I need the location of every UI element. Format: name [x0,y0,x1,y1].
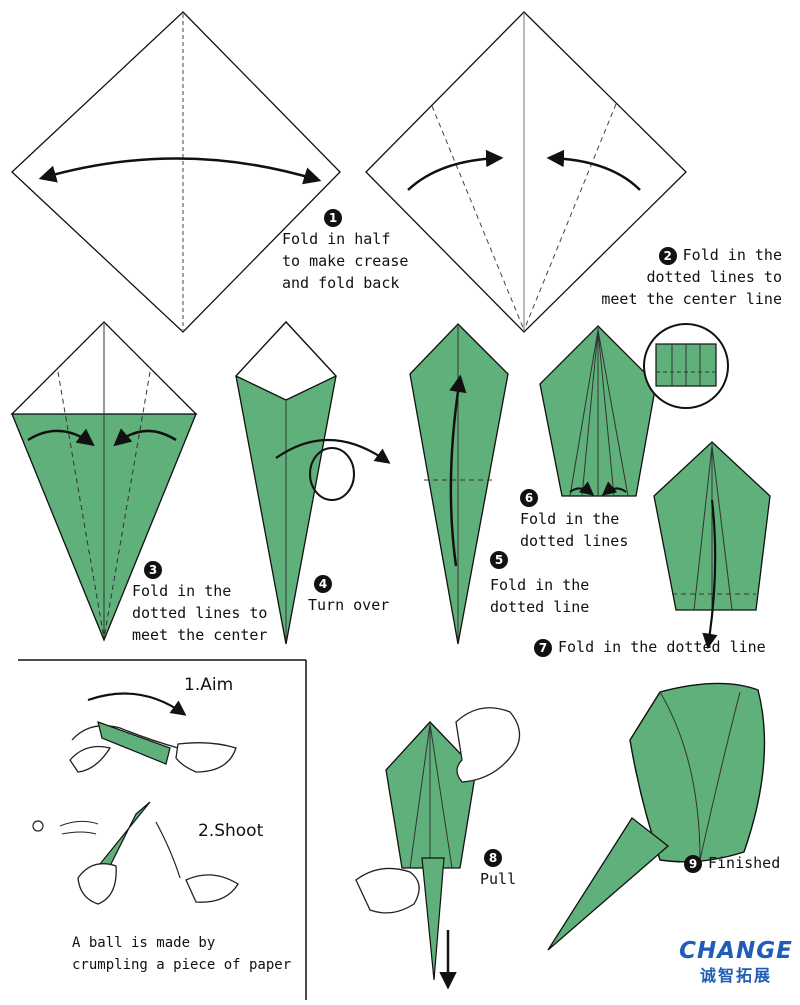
step-3-line-1: Fold in the [132,582,232,600]
step7-figure [653,441,771,650]
step-4-number: 4 [314,574,332,593]
inset-note-line-1: A ball is made by [72,935,216,951]
step8-figure [355,707,521,990]
step-9-caption: 9 Finished [684,852,780,874]
step2-figure [365,11,687,333]
step-7-line-1: Fold in the dotted line [558,638,766,656]
step-1-line-2: to make crease [282,252,409,270]
step5-figure [409,323,509,645]
step-1-line-3: and fold back [282,274,400,292]
step6-figure [539,323,729,497]
step-7-caption: 7 Fold in the dotted line [534,636,766,658]
step3-figure [10,321,198,642]
step-2-line-3: meet the center line [601,290,782,308]
inset-note-line-2: crumpling a piece of paper [72,957,292,973]
step-2-number: 2 [658,246,677,265]
step-8-line-1: Pull [480,870,517,888]
step-3-number: 3 [144,560,162,579]
step-1-number: 1 [324,208,342,227]
step-8-number: 8 [484,848,502,867]
step4-figure [234,321,391,645]
step-6-line-1: Fold in the [520,510,620,528]
step-6-line-2: dotted lines [520,532,629,550]
step-4-line-1: Turn over [308,596,390,614]
step-4-caption: 4 Turn over [308,572,389,616]
inset-note: A ball is made by crumpling a piece of p… [72,932,291,976]
step-2-line-1: Fold in the [682,246,782,264]
step1-figure [11,11,341,333]
inset-aim-label: 1.Aim [184,675,234,695]
step-5-number: 5 [490,550,508,569]
step-2-line-2: dotted lines to [646,268,782,286]
step-3-caption: 3 Fold in the dotted lines to meet the c… [132,558,267,646]
step-2-caption: 2 Fold in the dotted lines to meet the ce… [588,244,782,310]
step-6-caption: 6 Fold in the dotted lines [520,486,628,552]
step-9-line-1: Finished [708,854,781,872]
step-7-number: 7 [534,638,552,657]
step-3-line-2: dotted lines to [132,604,268,622]
inset-box [18,659,307,1000]
step-1-caption: 1 Fold in half to make crease and fold b… [282,206,408,294]
step-9-number: 9 [684,854,702,873]
step-5-line-1: Fold in the [490,576,590,594]
step-5-line-2: dotted line [490,598,590,616]
step-3-line-3: meet the center [132,626,268,644]
step-5-caption: 5 Fold in the dotted line [490,548,589,618]
brand-logo-name: CHANGE [679,938,793,964]
brand-logo-subtitle: 诚智拓展 [699,966,772,985]
brand-logo: CHANGE 诚智拓展 [676,938,796,986]
step-8-caption: 8 Pull [480,846,516,890]
step9-figure [547,682,766,951]
inset-shoot-label: 2.Shoot [198,821,264,841]
step-1-line-1: Fold in half [282,230,391,248]
step-6-number: 6 [520,488,538,507]
